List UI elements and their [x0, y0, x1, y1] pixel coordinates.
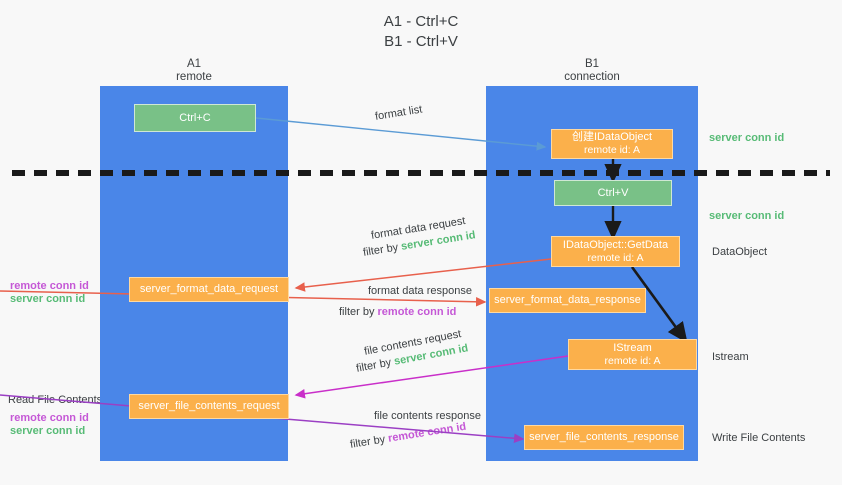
- right-label-server-conn-id-mid: server conn id: [709, 210, 785, 222]
- node-istream-label: IStream: [613, 341, 652, 354]
- right-label-istream: Istream: [712, 351, 749, 363]
- node-istream[interactable]: IStream remote id: A: [568, 339, 697, 370]
- node-idataobject-getdata[interactable]: IDataObject::GetData remote id: A: [551, 236, 680, 267]
- left-label-remote-conn-id-b: remote conn id: [10, 412, 89, 424]
- arrow-format-data-request: [294, 258, 552, 292]
- remote-conn-id-text: remote conn id: [377, 306, 457, 318]
- node-create-idataobject[interactable]: 创建IDataObject remote id: A: [551, 129, 673, 159]
- edge-label-file-contents-response: file contents response: [374, 410, 482, 422]
- lane-header-a1: A1 remote: [100, 58, 288, 84]
- title-line-1: A1 - Ctrl+C: [383, 13, 459, 30]
- node-server-format-data-response[interactable]: server_format_data_response: [489, 288, 646, 313]
- node-ctrl-v[interactable]: Ctrl+V: [554, 180, 672, 206]
- left-label-server-conn-id-b: server conn id: [10, 425, 86, 437]
- lane-header-b1: B1 connection: [486, 58, 698, 84]
- node-istream-sub: remote id: A: [604, 354, 661, 367]
- arrow-file-contents-request: [294, 355, 569, 399]
- node-ctrl-c-label: Ctrl+C: [179, 111, 211, 124]
- edge-label-format-data-response: format data response: [368, 285, 472, 297]
- node-create-idataobject-sub: remote id: A: [583, 144, 641, 156]
- phase-divider: [12, 170, 830, 176]
- node-server-file-contents-response[interactable]: server_file_contents_response: [524, 425, 684, 450]
- arrow-format-list: [255, 117, 547, 151]
- arrow-getdata-to-istream: [630, 266, 688, 344]
- node-ctrl-c[interactable]: Ctrl+C: [134, 104, 256, 132]
- node-server-format-data-request[interactable]: server_format_data_request: [129, 277, 289, 302]
- node-server-format-data-request-label: server_format_data_request: [139, 283, 279, 295]
- node-idataobject-getdata-sub: remote id: A: [587, 251, 644, 264]
- lane-b1-title: B1: [584, 58, 600, 70]
- node-create-idataobject-label: 创建IDataObject: [571, 131, 653, 143]
- right-label-write-file-contents: Write File Contents: [712, 432, 806, 444]
- filter-by-text-2: filter by: [339, 306, 375, 318]
- node-ctrl-v-label: Ctrl+V: [597, 186, 629, 199]
- lane-b1-subtitle: connection: [564, 71, 620, 83]
- edge-label-format-data-response-filter: filter by remote conn id: [339, 305, 456, 319]
- lane-a1-subtitle: remote: [176, 71, 212, 83]
- left-label-remote-conn-id-a: remote conn id: [10, 280, 89, 292]
- node-idataobject-getdata-label: IDataObject::GetData: [562, 238, 669, 251]
- title-line-2: B1 - Ctrl+V: [384, 33, 458, 50]
- right-label-dataobject: DataObject: [712, 246, 768, 258]
- node-server-file-contents-response-label: server_file_contents_response: [529, 431, 679, 443]
- node-server-file-contents-request-label: server_file_contents_request: [138, 400, 280, 412]
- lane-a1-title: A1: [186, 58, 202, 70]
- node-server-format-data-response-label: server_format_data_response: [494, 294, 641, 306]
- node-server-file-contents-request[interactable]: server_file_contents_request: [129, 394, 289, 419]
- right-label-server-conn-id-top: server conn id: [709, 132, 785, 144]
- left-label-server-conn-id-a: server conn id: [10, 293, 86, 305]
